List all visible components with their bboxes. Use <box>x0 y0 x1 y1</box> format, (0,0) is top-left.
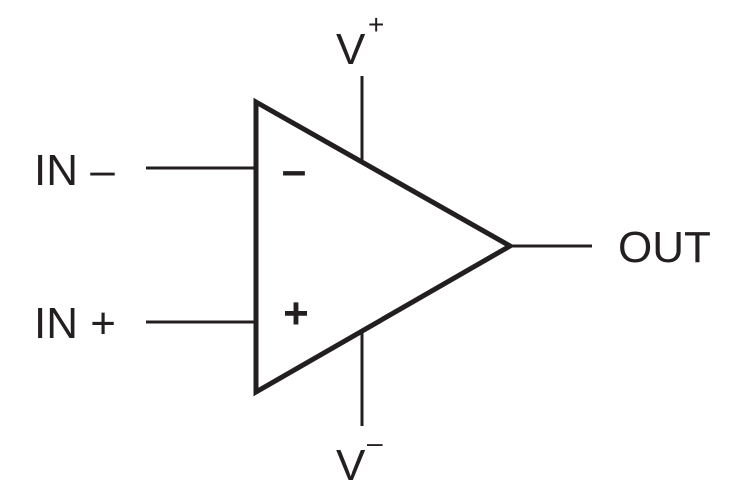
positive-supply-superscript: + <box>368 9 384 40</box>
op-amp-triangle <box>253 97 516 397</box>
inverting-input-label: IN – <box>34 146 115 195</box>
noninverting-input-label: IN + <box>34 299 116 348</box>
positive-supply-label: V + <box>336 9 384 74</box>
negative-supply-label: V – <box>336 427 383 490</box>
negative-supply-superscript: – <box>367 427 383 458</box>
minus-sign: – <box>282 146 306 195</box>
negative-supply-base: V <box>336 441 366 490</box>
output-label: OUT <box>618 223 711 272</box>
positive-supply-base: V <box>336 25 366 74</box>
plus-sign: + <box>283 289 309 338</box>
